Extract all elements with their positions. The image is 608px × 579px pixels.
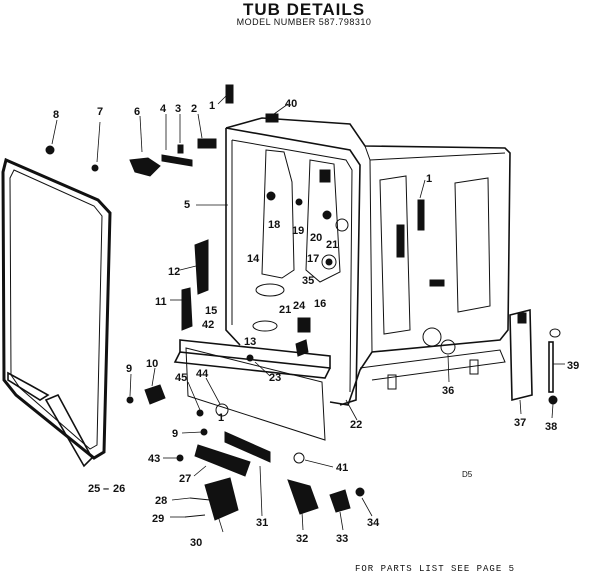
model-number: MODEL NUMBER 587.798310 (236, 17, 372, 27)
callout-21: 21 (326, 239, 338, 251)
callout-9: 9 (126, 363, 132, 375)
tub-body (173, 117, 511, 441)
callout-1: 1 (209, 100, 215, 112)
callout-44: 44 (196, 368, 209, 380)
callout-35: 35 (302, 275, 314, 287)
callout-18: 18 (268, 219, 280, 231)
callout-4: 4 (160, 103, 167, 115)
callout-19: 19 (292, 225, 304, 237)
callout-dash: – (103, 483, 109, 495)
callout-23: 23 (269, 372, 281, 384)
callout-2: 2 (191, 103, 197, 115)
callout-40: 40 (285, 98, 297, 110)
callout-42: 42 (202, 319, 214, 331)
callout-14: 14 (247, 253, 260, 265)
callout-3: 3 (175, 103, 181, 115)
callout-31: 31 (256, 517, 268, 529)
callout-39: 39 (567, 360, 579, 372)
callout-11: 11 (155, 296, 167, 308)
callout-27: 27 (179, 473, 191, 485)
callout-17: 17 (307, 253, 319, 265)
callout-21-b: 21 (279, 304, 291, 316)
callout-43: 43 (148, 453, 160, 465)
callout-9-b: 9 (172, 428, 178, 440)
callout-45: 45 (175, 372, 187, 384)
callout-26: 26 (113, 483, 125, 495)
callout-25: 25 (88, 483, 100, 495)
callout-32: 32 (296, 533, 308, 545)
callout-8: 8 (53, 109, 59, 121)
callout-34: 34 (367, 517, 380, 529)
callout-30: 30 (190, 537, 202, 549)
callout-6: 6 (134, 106, 140, 118)
footer-note: FOR PARTS LIST SEE PAGE 5 (355, 564, 516, 574)
callout-labels: 1 2 3 4 6 7 8 40 5 1 18 19 20 21 17 14 1… (53, 98, 579, 549)
leader-lines (51, 95, 565, 533)
door-gasket (1, 157, 112, 460)
callout-41: 41 (336, 462, 348, 474)
callout-1-side: 1 (426, 173, 432, 185)
callout-15: 15 (205, 305, 217, 317)
callout-20: 20 (310, 232, 322, 244)
callout-12: 12 (168, 266, 180, 278)
callout-7: 7 (97, 106, 103, 118)
small-parts (45, 84, 561, 521)
callout-28: 28 (155, 495, 167, 507)
callout-22: 22 (350, 419, 362, 431)
callout-24: 24 (293, 300, 306, 312)
callout-16: 16 (314, 298, 326, 310)
callout-37: 37 (514, 417, 526, 429)
callout-13: 13 (244, 336, 256, 348)
callout-36: 36 (442, 385, 454, 397)
callout-29: 29 (152, 513, 164, 525)
diagram-code: D5 (462, 470, 473, 479)
callout-5: 5 (184, 199, 190, 211)
callout-1-front: 1 (218, 412, 224, 424)
callout-10: 10 (146, 358, 158, 370)
callout-33: 33 (336, 533, 348, 545)
diagram-title: TUB DETAILS (242, 0, 366, 19)
bottom-gasket-strips (7, 371, 93, 468)
callout-38: 38 (545, 421, 557, 433)
